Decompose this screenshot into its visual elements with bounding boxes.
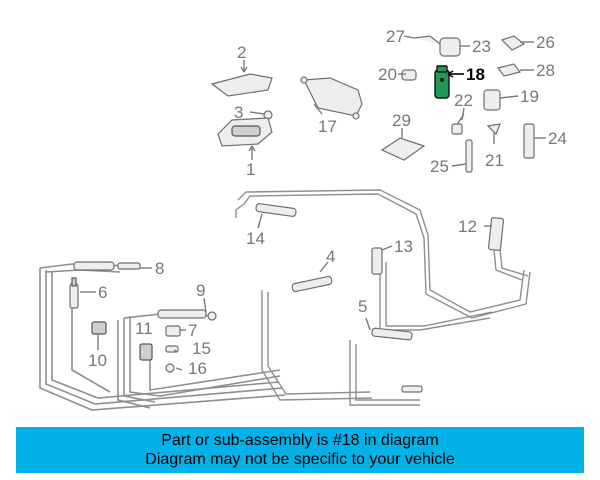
callout-1: 1	[246, 160, 255, 179]
callout-3: 3	[234, 103, 243, 122]
callout-arrows	[80, 35, 546, 371]
callout-13: 13	[394, 237, 413, 256]
part-5-hose	[371, 327, 423, 393]
callout-21: 21	[485, 151, 504, 170]
part-6-valve	[69, 277, 79, 309]
part-13-valve	[371, 247, 383, 275]
parts-diagram: 2 3 1 17 27 23 26 20 18 28 19 22 29 24 2…	[39, 27, 567, 411]
callout-6: 6	[98, 283, 107, 302]
callout-7: 7	[188, 321, 197, 340]
part-24-bracket	[523, 123, 535, 159]
callout-28: 28	[536, 61, 555, 80]
part-info-banner: Part or sub-assembly is #18 in diagram D…	[16, 427, 584, 473]
part-27-hose	[413, 35, 441, 45]
main-line-routing	[235, 189, 531, 406]
callout-19: 19	[520, 87, 539, 106]
banner-line-2: Diagram may not be specific to your vehi…	[145, 451, 455, 468]
callout-20: 20	[378, 65, 397, 84]
part-19-bracket	[483, 89, 501, 111]
part-11-valve	[139, 343, 153, 361]
part-22-sensor	[451, 113, 465, 135]
part-21-clip	[486, 123, 501, 136]
callout-25: 25	[430, 157, 449, 176]
callout-12: 12	[458, 217, 477, 236]
part-26-cap	[500, 35, 526, 51]
callout-10: 10	[88, 351, 107, 370]
part-2-cover	[210, 73, 273, 97]
callout-2: 2	[237, 43, 246, 62]
callout-labels: 2 3 1 17 27 23 26 20 18 28 19 22 29 24 2…	[88, 27, 567, 378]
callout-18: 18	[466, 65, 485, 84]
callout-16: 16	[188, 359, 207, 378]
callout-29: 29	[392, 111, 411, 130]
part-17-strap	[300, 76, 363, 120]
part-23-actuator	[439, 37, 461, 57]
callout-11: 11	[135, 319, 153, 338]
callout-14: 14	[246, 229, 265, 248]
callout-27: 27	[386, 27, 405, 46]
part-29-module	[380, 137, 426, 161]
part-14-hose	[255, 203, 297, 217]
part-8-hose	[73, 261, 141, 271]
part-18-valve	[434, 65, 450, 99]
callout-4: 4	[326, 247, 335, 266]
callout-22: 22	[454, 91, 473, 110]
part-10-connector	[91, 321, 107, 335]
callout-8: 8	[155, 259, 164, 278]
part-16-clip	[165, 363, 175, 373]
part-25-rod	[465, 139, 473, 173]
part-9-hose	[157, 309, 217, 321]
callout-24: 24	[548, 129, 567, 148]
callout-17: 17	[318, 117, 337, 136]
banner-line-1: Part or sub-assembly is #18 in diagram	[161, 432, 439, 449]
part-20-plug	[401, 69, 417, 81]
part-1-housing	[217, 117, 273, 147]
part-28-clip	[496, 63, 522, 77]
part-4-hose	[291, 275, 333, 293]
callout-26: 26	[536, 33, 555, 52]
part-12-bracket	[487, 217, 505, 251]
callout-15: 15	[192, 339, 211, 358]
callout-9: 9	[196, 281, 205, 300]
callout-5: 5	[358, 297, 367, 316]
callout-23: 23	[472, 37, 491, 56]
part-7-fitting	[165, 325, 181, 337]
